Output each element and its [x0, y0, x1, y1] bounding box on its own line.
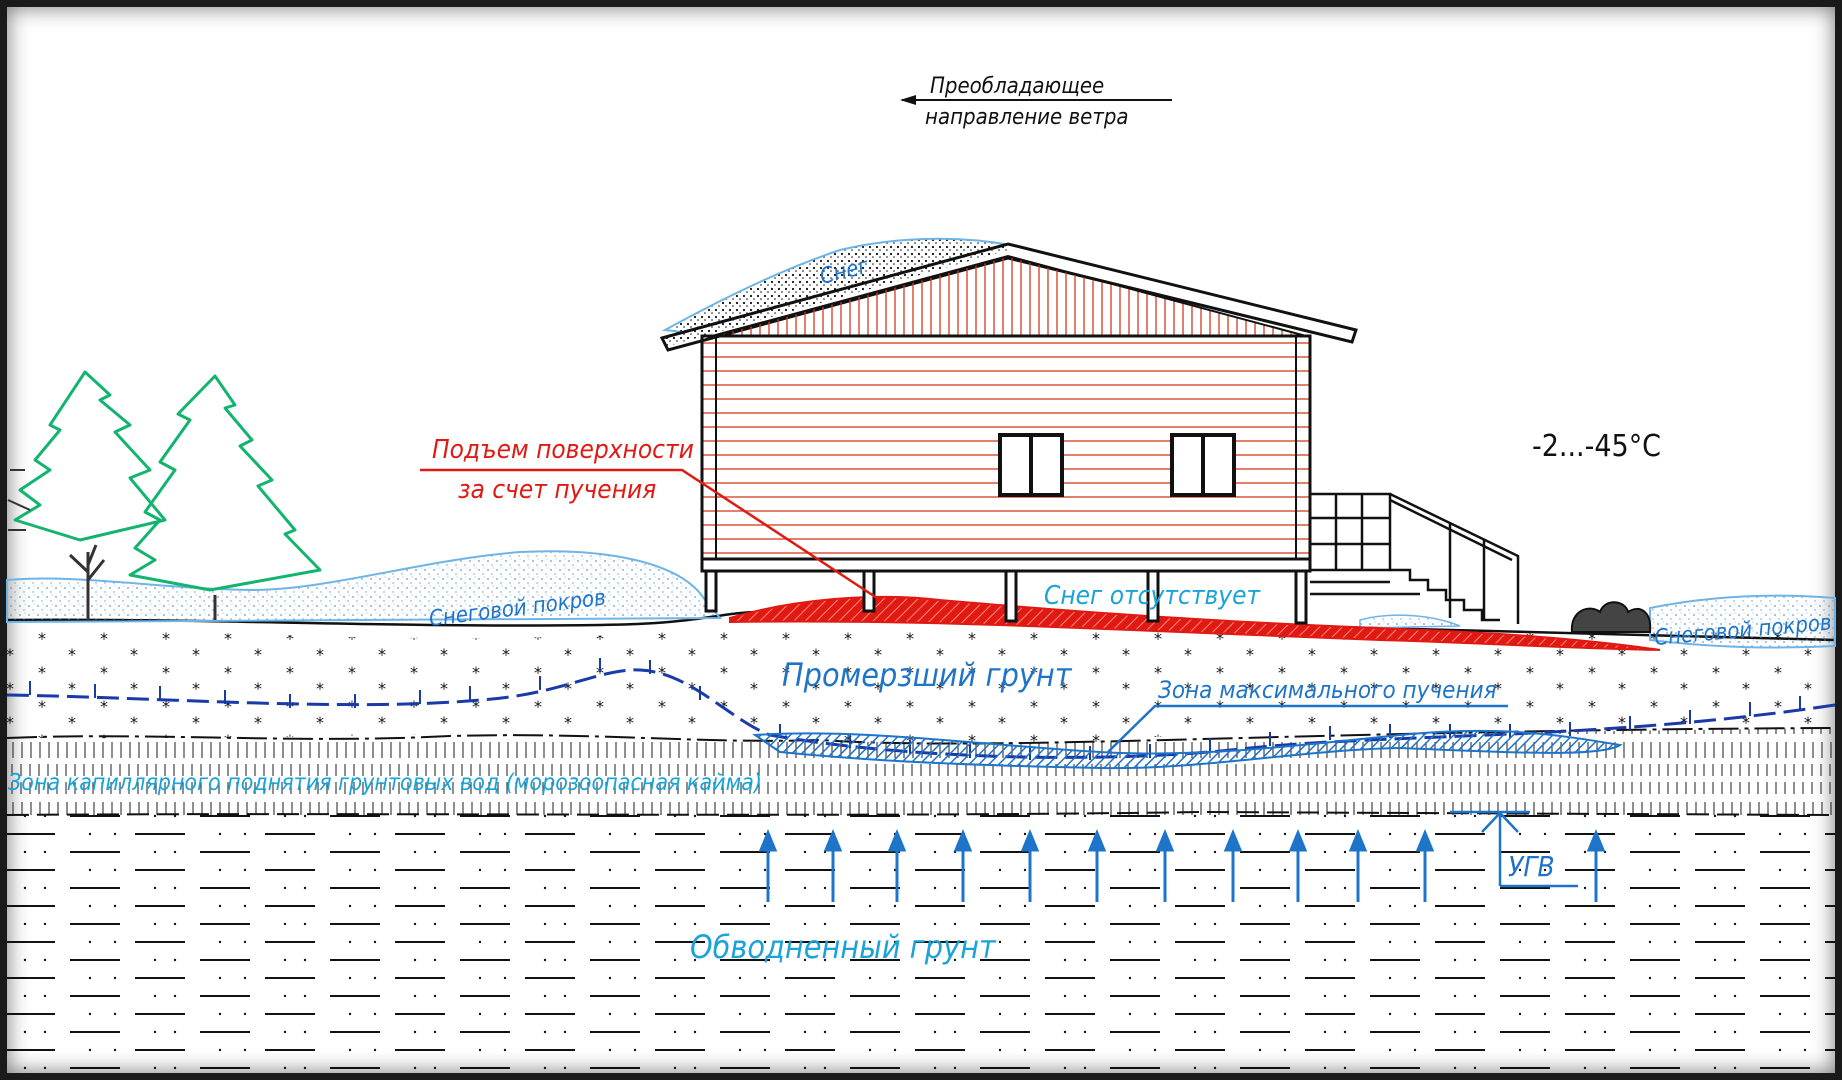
max-heave-zone-label: Зона максимального пучения: [1158, 676, 1497, 704]
foundation-piles: [704, 569, 1308, 625]
no-snow-label: Снег отсутствует: [1044, 581, 1262, 611]
wind-label-line1: Преобладающее: [930, 74, 1104, 99]
tree-right: [128, 374, 322, 592]
max-heave-zone: [752, 729, 1623, 770]
groundwater-arrowhead: [1586, 829, 1606, 852]
groundwater-arrowhead: [1087, 829, 1107, 852]
groundwater-arrowhead: [1288, 829, 1308, 852]
groundwater-arrowhead: [1155, 829, 1175, 852]
wind-label-line2: направление ветра: [925, 105, 1129, 130]
max-heave-pointer-line: [1107, 704, 1508, 753]
snow-cover-right: [1649, 594, 1836, 649]
groundwater-arrowhead: [1348, 829, 1368, 852]
roof-snow: [661, 237, 1011, 335]
saturated-soil-layer: [7, 812, 1835, 1074]
saturated-soil-label: Обводненный грунт: [690, 928, 997, 966]
groundwater-arrowhead: [758, 829, 778, 852]
house: [659, 237, 1520, 625]
groundwater-arrowhead: [823, 829, 843, 852]
groundwater-arrowhead: [953, 829, 973, 852]
tree-trunks: [7, 469, 217, 620]
frozen-soil-layer: [7, 620, 1835, 747]
capillary-zone-label: Зона капиллярного поднятия грунтовых вод…: [8, 770, 762, 796]
bush-right: [1570, 601, 1652, 633]
capillary-zone-top-border: [6, 727, 1836, 745]
surface-heave-area: [729, 595, 1661, 651]
groundwater-arrowhead: [1415, 829, 1435, 852]
porch-stairs: [1308, 492, 1520, 624]
groundwater-boundary-line: [6, 810, 1836, 816]
groundwater-rise-arrows: [758, 829, 1606, 902]
groundwater-level-label: УГВ: [1508, 850, 1555, 883]
wind-direction-indicator: Преобладающее направление ветра: [900, 74, 1172, 130]
temperature-label: -2...-45°C: [1532, 429, 1661, 464]
heave-label-line1: Подъем поверхности: [432, 435, 694, 465]
snow-cover-left: [6, 550, 723, 624]
snow-patch-under-stairs: [1359, 614, 1461, 629]
heave-pointer-line: [420, 468, 881, 602]
heave-label-line2: за счет пучения: [458, 475, 656, 505]
groundwater-arrowhead: [887, 829, 907, 852]
window-left: [998, 433, 1064, 497]
groundwater-arrowhead: [1223, 829, 1243, 852]
frozen-soil-label: Промерзший грунт: [782, 656, 1073, 694]
tree-left: [13, 370, 167, 542]
groundwater-level-marker: [1450, 810, 1578, 888]
groundwater-arrowhead: [1020, 829, 1040, 852]
window-right: [1170, 433, 1236, 497]
